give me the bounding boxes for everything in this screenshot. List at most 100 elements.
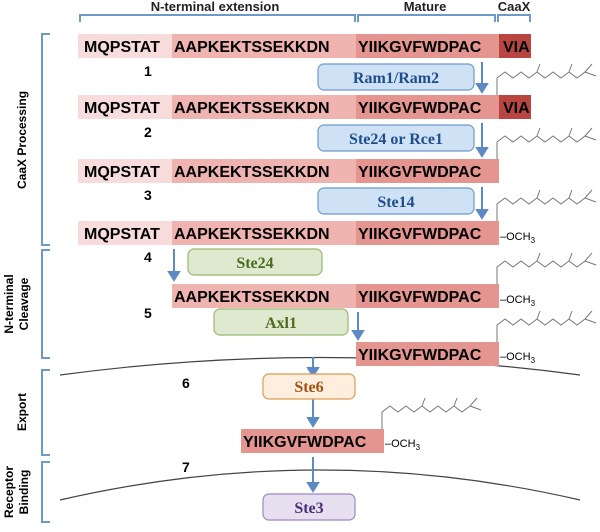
step-number-5: 5	[144, 305, 152, 321]
membrane-curve-2	[59, 469, 581, 501]
mature-bracket	[357, 14, 496, 22]
mature-text: YIIKGVFWDPAC	[358, 289, 482, 306]
n1-text: MQPSTAT	[84, 164, 160, 181]
mature-text: YIIKGVFWDPAC	[358, 164, 482, 181]
caax-bracket	[497, 14, 531, 22]
sequence-row-2: MQPSTAT AAPKEKTSSEKKDN YIIKGVFWDPAC VIA	[78, 95, 531, 119]
mature-header: Mature	[404, 0, 447, 14]
farnesyl-chain-row3	[496, 127, 597, 159]
enzyme-ram-label: Ram1/Ram2	[353, 70, 439, 87]
export-bracket	[41, 369, 50, 456]
mature-text: YIIKGVFWDPAC	[243, 434, 367, 451]
enzyme-ste24-rce1: Ste24 or Rce1	[317, 124, 475, 152]
caax-processing-bracket	[41, 33, 50, 246]
sequence-row-4: MQPSTAT AAPKEKTSSEKKDN YIIKGVFWDPAC –OCH…	[78, 221, 536, 245]
caax-text: VIA	[503, 100, 530, 117]
farnesyl-chain-row5	[496, 252, 597, 284]
farnesyl-chain-row6	[496, 310, 597, 342]
mature-segment	[356, 95, 499, 119]
mature-text: YIIKGVFWDPAC	[358, 39, 482, 56]
sequence-row-7: YIIKGVFWDPAC –OCH3	[241, 429, 421, 453]
sequence-row-6: YIIKGVFWDPAC –OCH3	[356, 342, 536, 366]
enzyme-axl1: Axl1	[213, 308, 349, 336]
n2-segment	[172, 284, 356, 308]
farnesyl-chain-row2	[496, 63, 597, 95]
enzyme-ste6: Ste6	[262, 373, 356, 400]
arrow-head-3	[475, 209, 489, 220]
mature-text: YIIKGVFWDPAC	[358, 226, 482, 243]
n2-segment	[172, 159, 356, 183]
mature-text: YIIKGVFWDPAC	[358, 100, 482, 117]
enzyme-ste6-label: Ste6	[294, 379, 323, 396]
caax-segment	[499, 34, 531, 58]
methyl-ester-label: –OCH3	[500, 294, 536, 308]
methyl-ester-label: –OCH3	[500, 351, 536, 365]
enzyme-ram-box	[317, 63, 475, 91]
membrane-curve-1	[59, 356, 581, 376]
n-terminal-bracket	[79, 14, 356, 22]
mature-segment	[356, 284, 499, 308]
methyl-ester-label: –OCH3	[385, 438, 421, 452]
n-terminal-cleavage-label-1: N-terminal	[2, 274, 16, 333]
receptor-binding-label-1: Receptor	[2, 466, 16, 518]
enzyme-ste3: Ste3	[262, 493, 356, 521]
enzyme-ste24-box	[187, 248, 323, 276]
caax-segment	[499, 95, 531, 119]
n-terminal-cleavage-bracket	[41, 249, 50, 359]
farnesyl-chain-row4	[496, 189, 597, 221]
enzyme-axl1-label: Axl1	[265, 315, 297, 332]
enzyme-ste3-label: Ste3	[294, 500, 323, 517]
sequence-row-5: AAPKEKTSSEKKDN YIIKGVFWDPAC –OCH3	[172, 284, 536, 308]
enzyme-ste3-box	[262, 493, 356, 521]
section-brackets: CaaX Processing N-terminal Cleavage Expo…	[2, 33, 50, 523]
caax-text: VIA	[503, 39, 530, 56]
step-number-3: 3	[144, 187, 152, 203]
enzyme-ste24: Ste24	[187, 248, 323, 276]
arrow-head-2	[475, 147, 489, 158]
n2-text: AAPKEKTSSEKKDN	[174, 100, 330, 117]
mature-segment	[356, 342, 499, 366]
receptor-binding-bracket	[41, 461, 50, 523]
n1-segment	[78, 95, 172, 119]
mature-segment	[241, 429, 384, 453]
n2-text: AAPKEKTSSEKKDN	[174, 289, 330, 306]
step-number-4: 4	[144, 249, 152, 265]
sequence-row-1: MQPSTAT AAPKEKTSSEKKDN YIIKGVFWDPAC VIA	[78, 34, 531, 58]
mature-segment	[356, 221, 499, 245]
enzyme-ste14: Ste14	[317, 187, 475, 215]
step-number-2: 2	[144, 124, 152, 140]
step-number-1: 1	[144, 63, 152, 79]
methyl-ester-label: –OCH3	[500, 231, 536, 245]
enzyme-ram: Ram1/Ram2	[317, 63, 475, 91]
enzyme-axl1-box	[213, 308, 349, 336]
export-label: Export	[15, 393, 29, 431]
enzyme-ste24-rce1-box	[317, 124, 475, 152]
n2-text: AAPKEKTSSEKKDN	[174, 39, 330, 56]
header-brackets: N-terminal extension Mature CaaX	[79, 0, 531, 22]
caax-header: CaaX	[498, 0, 531, 14]
n2-text: AAPKEKTSSEKKDN	[174, 226, 330, 243]
arrows	[167, 62, 489, 493]
n-terminal-header: N-terminal extension	[151, 0, 280, 14]
n-terminal-cleavage-label-2: Cleavage	[17, 277, 31, 330]
step-number-7: 7	[182, 459, 190, 475]
farnesyl-chain-row7	[381, 397, 482, 429]
mature-segment	[356, 159, 499, 183]
n2-segment	[172, 34, 356, 58]
enzyme-ste14-label: Ste14	[377, 194, 414, 211]
arrow-head-4	[167, 271, 181, 282]
step-number-6: 6	[182, 375, 190, 391]
enzyme-ste24-label: Ste24	[236, 255, 273, 272]
enzyme-ste6-box	[262, 373, 356, 400]
sequence-row-3: MQPSTAT AAPKEKTSSEKKDN YIIKGVFWDPAC	[78, 159, 499, 183]
n1-segment	[78, 221, 172, 245]
n1-segment	[78, 159, 172, 183]
mature-text: YIIKGVFWDPAC	[358, 347, 482, 364]
enzyme-ste14-box	[317, 187, 475, 215]
n1-segment	[78, 34, 172, 58]
arrow-head-6a	[306, 367, 320, 378]
caax-processing-label: CaaX Processing	[15, 91, 29, 189]
n1-text: MQPSTAT	[84, 226, 160, 243]
